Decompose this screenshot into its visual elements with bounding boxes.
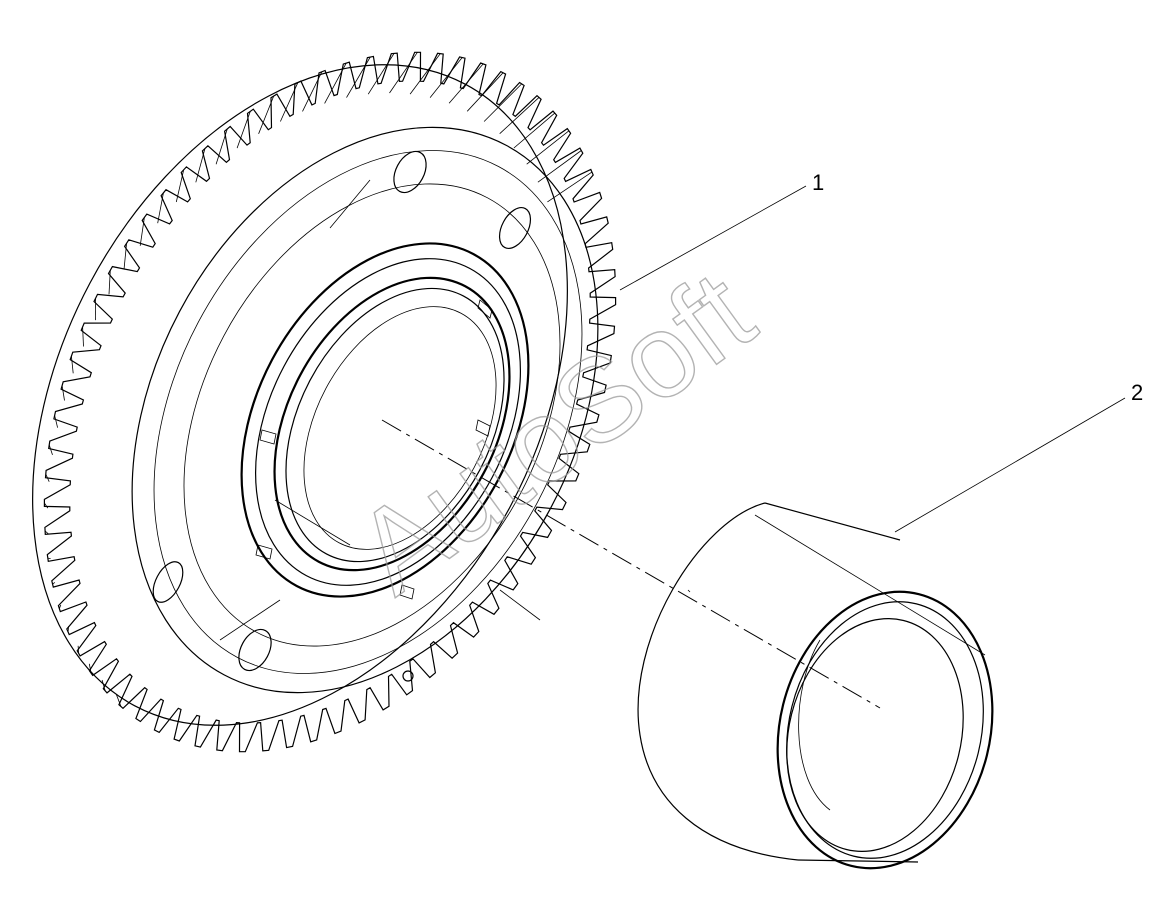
hub-bore	[285, 287, 505, 563]
tooth-flank-line	[236, 111, 251, 149]
tooth-flank-line	[258, 95, 275, 134]
bushing-rear-edge	[637, 502, 799, 861]
tooth-flank-line	[483, 83, 522, 122]
tooth-flank-line	[513, 112, 556, 149]
bushing-inner-shadow	[798, 639, 831, 811]
gear-face-chamfer	[153, 150, 583, 674]
tooth-flank-line	[389, 51, 418, 94]
tooth-flank-line	[108, 270, 111, 295]
tooth-flank-line	[101, 679, 106, 692]
tooth-flank-line	[429, 57, 463, 98]
tooth-flank-line	[48, 444, 53, 456]
hub-outer-ring	[240, 242, 530, 598]
tooth-flank-line	[88, 663, 92, 674]
gear-face-outer	[131, 126, 599, 694]
callout-1: 1	[812, 170, 824, 195]
tooth-flank-line	[526, 130, 570, 165]
tooth-flank-line	[215, 128, 228, 165]
tooth-flank-line	[409, 53, 441, 95]
tooth-flank-line	[61, 385, 65, 401]
tooth-flank-line	[367, 53, 395, 95]
tooth-flank-line	[44, 530, 49, 535]
leader-line-1	[619, 185, 807, 291]
bushing-inner-bore	[786, 618, 964, 852]
tooth-flank-line	[466, 72, 504, 112]
hub-bore-inner	[303, 306, 497, 550]
tooth-flank-line	[547, 171, 593, 203]
tooth-flank-line	[54, 415, 58, 428]
leader-line-2	[894, 397, 1126, 533]
bushing	[637, 502, 994, 870]
hub-ring-3	[273, 276, 511, 572]
gear-tooth-profile	[43, 51, 617, 753]
helical-gear	[32, 51, 617, 753]
tooth-flank-line	[195, 148, 206, 183]
gear-tooth-flanks	[44, 51, 593, 707]
tooth-flank-line	[499, 97, 540, 134]
tooth-flank-line	[82, 326, 84, 347]
face-segment-lines	[219, 179, 541, 641]
callout-2: 2	[1131, 380, 1143, 405]
tooth-flank-line	[115, 694, 122, 707]
tooth-flank-line	[324, 63, 347, 104]
tooth-flank-line	[52, 582, 56, 585]
tooth-flank-line	[123, 243, 127, 270]
tooth-flank-line	[448, 63, 484, 104]
bushing-seam-top	[754, 514, 986, 656]
tooth-flank-line	[45, 474, 50, 482]
bore-slots	[255, 299, 493, 600]
tooth-flank-line	[537, 150, 582, 183]
tooth-flank-line	[47, 557, 51, 559]
tooth-flank-line	[77, 645, 80, 654]
tooth-flank-line	[157, 192, 164, 224]
watermark-text: AutoSoft	[333, 246, 777, 619]
gear-face-step	[183, 183, 561, 647]
tooth-flank-line	[67, 626, 69, 632]
tooth-flank-line	[346, 56, 371, 98]
gear-teeth	[43, 51, 617, 753]
centre-axis	[381, 419, 881, 709]
tooth-flank-line	[280, 82, 299, 122]
hub-ring-2	[255, 258, 521, 586]
bushing-front-rim	[776, 590, 994, 870]
tooth-flank-line	[175, 169, 185, 203]
bolt-holes	[152, 150, 532, 682]
tooth-flank-line	[71, 356, 74, 374]
tooth-flank-line	[44, 502, 49, 509]
tooth-flank-line	[58, 604, 62, 609]
bushing-rim-chamfer	[786, 601, 984, 859]
tooth-flank-line	[302, 71, 323, 112]
tooth-flank-line	[139, 217, 145, 246]
